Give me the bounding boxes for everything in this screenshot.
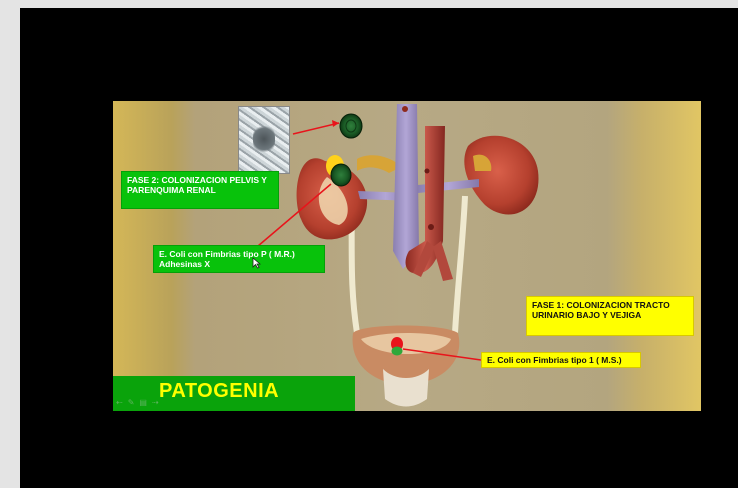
arrow-right-icon[interactable]: ⇢ (152, 398, 159, 408)
mouse-cursor-icon (252, 257, 261, 269)
fase1-label: FASE 1: COLONIZACION TRACTO URINARIO BAJ… (526, 296, 694, 336)
ecoli-type-p-label: E. Coli con Fimbrias tipo P ( M.R.) Adhe… (153, 245, 325, 273)
right-ureter (455, 196, 465, 333)
slide: FASE 2: COLONIZACION PELVIS Y PARENQUIMA… (113, 101, 701, 411)
bacterium-bladder-icon (392, 347, 403, 356)
pen-icon[interactable]: ✎ (128, 398, 135, 408)
ecoli-type-1-label: E. Coli con Fimbrias tipo 1 ( M.S.) (481, 352, 641, 368)
presentation-viewer: FASE 2: COLONIZACION PELVIS Y PARENQUIMA… (20, 8, 738, 488)
ecoli-type-p-line2: Adhesinas X (159, 259, 319, 269)
slide-title: PATOGENIA (159, 380, 279, 403)
right-kidney (464, 136, 538, 215)
left-adrenal (357, 155, 401, 173)
ecoli-type-p-line1: E. Coli con Fimbrias tipo P ( M.R.) (159, 249, 319, 259)
bacterium-top-icon (340, 114, 362, 138)
menu-icon[interactable]: ▤ (139, 398, 147, 408)
vena-cava (393, 104, 419, 269)
fase2-label: FASE 2: COLONIZACION PELVIS Y PARENQUIMA… (121, 171, 279, 209)
micrograph-image (238, 106, 290, 174)
slide-toolbar: ⇠ ✎ ▤ ⇢ (116, 398, 159, 408)
bacterium-kidney-icon (331, 164, 351, 186)
arrow-left-icon[interactable]: ⇠ (116, 398, 123, 408)
